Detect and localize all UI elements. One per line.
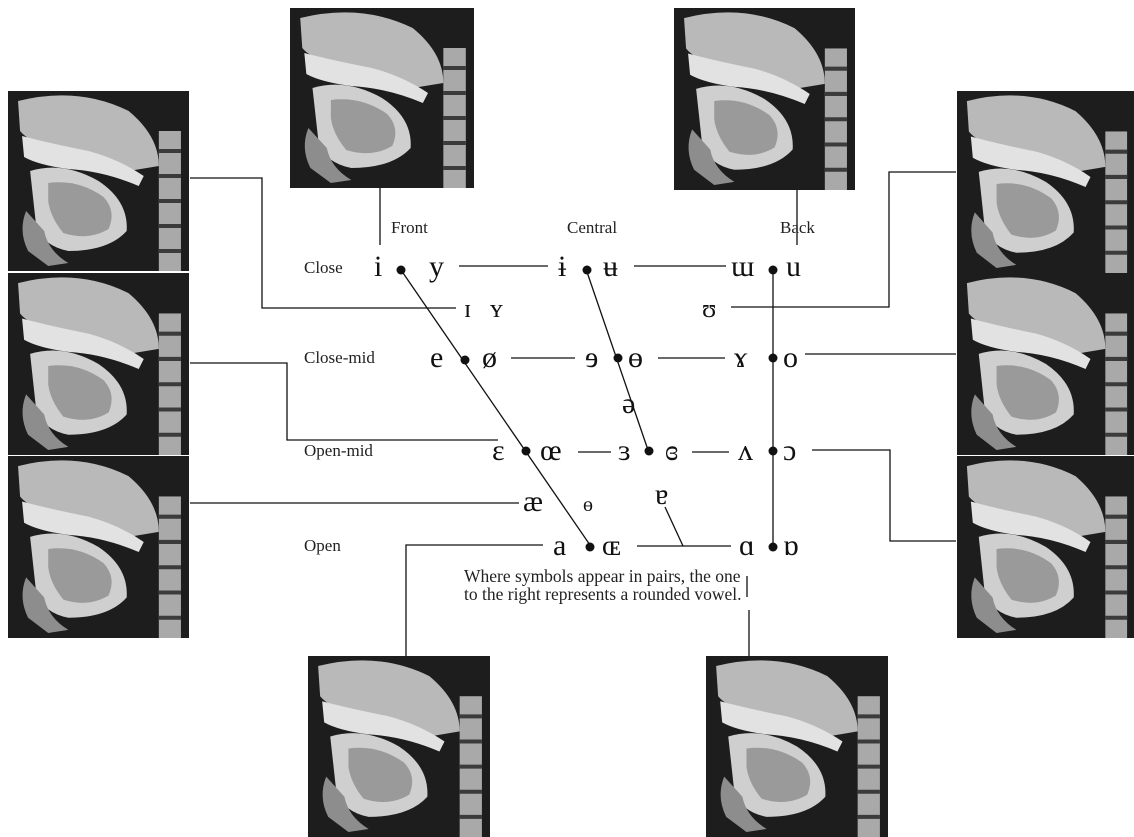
- dot-central-close: [582, 265, 592, 275]
- dot-front-openmid: [521, 446, 531, 456]
- vowel-turned-m: ɯ: [731, 250, 755, 283]
- vowel-small-cap-i: ɪ: [464, 294, 472, 323]
- mri-sagittal-o: [957, 273, 1134, 455]
- vowel-small-cap-y: ʏ: [490, 294, 503, 323]
- dot-back-closemid: [768, 353, 778, 363]
- row-openmid-label: Open-mid: [304, 441, 373, 460]
- vowel-barred-u: ʉ: [603, 250, 618, 283]
- callout-left-1: [190, 177, 456, 309]
- vowel-ash: æ: [523, 485, 544, 518]
- vowel-rams-horns: ɤ: [734, 341, 748, 374]
- vowel-e: e: [430, 341, 444, 374]
- mri-sagittal-open-o: [957, 456, 1134, 638]
- dot-back-close: [768, 265, 778, 275]
- vowel-open-o: ɔ: [783, 434, 797, 467]
- mri-sagittal-e: [8, 273, 189, 455]
- rounding-note-line2: to the right represents a rounded vowel.: [464, 584, 742, 604]
- mri-sagittal-a: [308, 656, 490, 837]
- row-closemid-label: Close-mid: [304, 348, 375, 367]
- mri-sagittal-ih: [8, 91, 189, 271]
- dot-central-openmid: [644, 446, 654, 456]
- vowel-reversed-e: ɘ: [585, 341, 599, 374]
- vowel-script-a: ɑ: [739, 529, 755, 562]
- mri-sagittal-ae: [8, 456, 189, 638]
- vowel-turned-script-a: ɒ: [783, 529, 799, 562]
- dot-back-openmid: [768, 446, 778, 456]
- callout-left-2: [190, 362, 498, 441]
- dot-front-closemid: [460, 355, 470, 365]
- dot-front-open: [585, 542, 595, 552]
- vowel-turned-v: ʌ: [738, 434, 753, 467]
- row-open-label: Open: [304, 536, 341, 555]
- column-back-label: Back: [780, 218, 815, 237]
- rounding-note-line1: Where symbols appear in pairs, the one: [464, 566, 741, 586]
- column-front-label: Front: [391, 218, 428, 237]
- mri-sagittal-script-a: [706, 656, 888, 837]
- mri-sagittal-upsilon: [957, 91, 1134, 273]
- mri-sagittal-i: [290, 8, 474, 188]
- dot-central-closemid: [613, 353, 623, 363]
- vowel-turned-a: ɐ: [655, 478, 669, 511]
- vowel-barred-i: ɨ: [558, 250, 567, 283]
- front-edge-line: [400, 269, 591, 546]
- callout-right-1: [731, 171, 956, 308]
- vowel-scribble: ɵ: [583, 494, 593, 516]
- vowel-i: i: [374, 250, 383, 283]
- dot-i-y: [396, 265, 406, 275]
- vowel-y: y: [429, 250, 444, 283]
- vowel-a: a: [553, 529, 567, 562]
- mri-sagittal-u: [674, 8, 855, 190]
- column-central-label: Central: [567, 218, 618, 237]
- vowel-u: u: [786, 250, 801, 283]
- callout-right-3: [812, 449, 956, 542]
- vowel-o-slash: ø: [482, 341, 497, 374]
- vowel-reversed-epsilon: ɜ: [618, 434, 631, 467]
- dot-back-open: [768, 542, 778, 552]
- vowel-o: o: [783, 341, 798, 374]
- vowel-closed-reversed-epsilon: ɞ: [665, 434, 679, 467]
- vowel-oe: œ: [540, 434, 562, 467]
- vowel-upsilon: ʊ: [702, 294, 717, 323]
- vowel-barred-o: ɵ: [628, 341, 643, 374]
- row-close-label: Close: [304, 258, 343, 277]
- callout-bottom-left: [405, 544, 543, 656]
- central-lower-line: [664, 506, 684, 547]
- vowel-schwa: ə: [622, 387, 636, 420]
- vowel-epsilon: ɛ: [492, 434, 505, 467]
- rounding-note: Where symbols appear in pairs, the one t…: [464, 567, 804, 603]
- vowel-small-cap-oe: ɶ: [602, 529, 621, 562]
